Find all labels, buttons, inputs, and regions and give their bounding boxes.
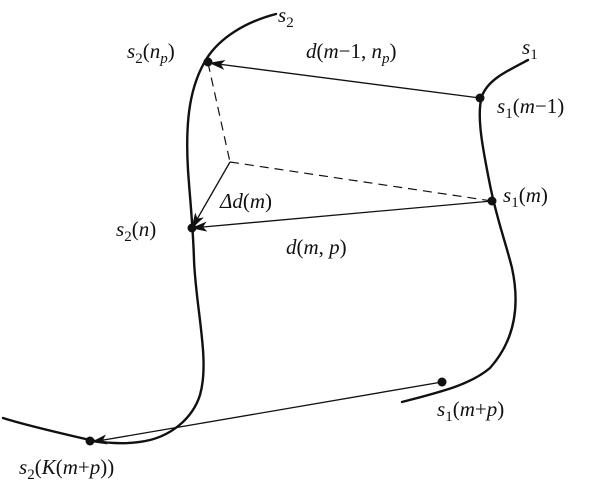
point-s2-K [85,436,95,446]
point-s1-m-minus-1 [475,93,485,103]
point-s2-n [187,223,197,233]
label-s1-m-plus-p: s1(m+p) [437,397,504,425]
label-d-m-p: d(m, p) [286,235,347,259]
arrow-d-m-p [191,200,493,232]
label-s2-np: s2(np) [127,39,175,67]
curve-label-s2: s2 [278,3,294,31]
label-s2-K-m-plus-p: s2(K(m+p)) [19,455,114,483]
arrow-d-m-plus-p [91,381,443,445]
label-s1-m: s1(m) [503,183,548,211]
point-s1-m-plus-p [437,377,447,387]
label-s2-n: s2(n) [116,217,156,245]
curve-label-s1: s1 [522,35,538,63]
label-s1-m-minus-1: s1(m−1) [497,94,564,122]
label-d-m-minus-1-np: d(m−1, np) [306,39,397,67]
dashed-line-upper [207,62,231,163]
label-delta-d-m: Δd(m) [219,189,272,213]
arrow-d-m-minus-1-np [209,59,481,99]
point-s2-np [203,57,213,67]
arrow-delta-d-m [191,161,231,229]
point-s1-m [487,196,497,206]
